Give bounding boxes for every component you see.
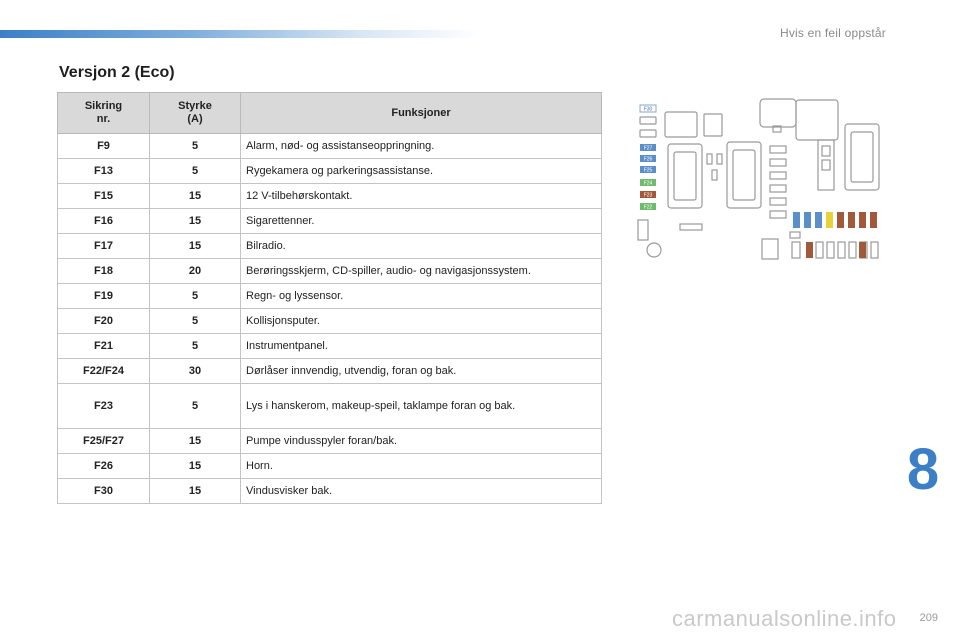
amps-cell: 15 <box>149 208 241 234</box>
page-number: 209 <box>919 612 938 624</box>
amps-cell: 5 <box>149 133 241 159</box>
fuse-cell: F15 <box>57 183 150 209</box>
table-header-row: Sikring nr. Styrke (A) Funksjoner <box>57 92 602 134</box>
function-cell: Berøringsskjerm, CD-spiller, audio- og n… <box>240 258 602 284</box>
fuse-cell: F25/F27 <box>57 428 150 454</box>
function-cell: Lys i hanskerom, makeup-speil, taklampe … <box>240 383 602 429</box>
fuse-label-f24: F24 <box>644 181 653 187</box>
section-title: Versjon 2 (Eco) <box>59 64 175 81</box>
chapter-header-title: Hvis en feil oppstår <box>779 26 886 40</box>
amps-cell: 5 <box>149 383 241 429</box>
function-cell: Instrumentpanel. <box>240 333 602 359</box>
amps-cell: 30 <box>149 358 241 384</box>
fuse-cell: F23 <box>57 383 150 429</box>
function-cell: 12 V-tilbehørskontakt. <box>240 183 602 209</box>
fuse-cell: F30 <box>57 478 150 504</box>
fuse-cell: F9 <box>57 133 150 159</box>
amps-cell: 15 <box>149 428 241 454</box>
fuse-cell: F19 <box>57 283 150 309</box>
fuse-label-f22: F22 <box>644 205 653 211</box>
amps-cell: 15 <box>149 453 241 479</box>
header-accent-bar <box>0 30 480 38</box>
function-cell: Alarm, nød- og assistanseoppringning. <box>240 133 602 159</box>
amps-cell: 20 <box>149 258 241 284</box>
fuse-label-f30: F30 <box>644 107 653 113</box>
header-strength: Styrke (A) <box>149 92 241 134</box>
fuse-cell: F16 <box>57 208 150 234</box>
header-fuse-line2: nr. <box>96 113 111 125</box>
watermark-text: carmanualsonline.info <box>672 606 897 631</box>
fuse-label-f25: F25 <box>644 168 653 174</box>
function-cell: Regn- og lyssensor. <box>240 283 602 309</box>
fuse-cell: F13 <box>57 158 150 184</box>
header-function: Funksjoner <box>240 92 602 134</box>
amps-cell: 15 <box>149 183 241 209</box>
fuse-label-f23: F23 <box>644 193 653 199</box>
function-cell: Bilradio. <box>240 233 602 259</box>
fuse-label-f27: F27 <box>644 146 653 152</box>
amps-cell: 5 <box>149 308 241 334</box>
function-cell: Horn. <box>240 453 602 479</box>
header-fuse-number: Sikring nr. <box>57 92 150 134</box>
fuse-cell: F26 <box>57 453 150 479</box>
header-strength-line1: Styrke <box>178 100 212 112</box>
fuse-cell: F21 <box>57 333 150 359</box>
fuse-box-diagram: F30 F27 F26 F25 F24 F23 F22 <box>637 98 880 260</box>
amps-cell: 15 <box>149 478 241 504</box>
header-strength-line2: (A) <box>187 113 203 125</box>
amps-cell: 5 <box>149 333 241 359</box>
amps-cell: 15 <box>149 233 241 259</box>
chapter-number: 8 <box>906 437 940 502</box>
function-cell: Dørlåser innvendig, utvendig, foran og b… <box>240 358 602 384</box>
fuse-label-f26: F26 <box>644 157 653 163</box>
function-cell: Kollisjonsputer. <box>240 308 602 334</box>
amps-cell: 5 <box>149 158 241 184</box>
amps-cell: 5 <box>149 283 241 309</box>
function-cell: Rygekamera og parkeringsassistanse. <box>240 158 602 184</box>
function-cell: Vindusvisker bak. <box>240 478 602 504</box>
fuse-cell: F20 <box>57 308 150 334</box>
fuse-cell: F18 <box>57 258 150 284</box>
fuse-cell: F22/F24 <box>57 358 150 384</box>
header-fuse-line1: Sikring <box>84 100 123 112</box>
function-cell: Pumpe vindusspyler foran/bak. <box>240 428 602 454</box>
function-cell: Sigarettenner. <box>240 208 602 234</box>
fuse-cell: F17 <box>57 233 150 259</box>
